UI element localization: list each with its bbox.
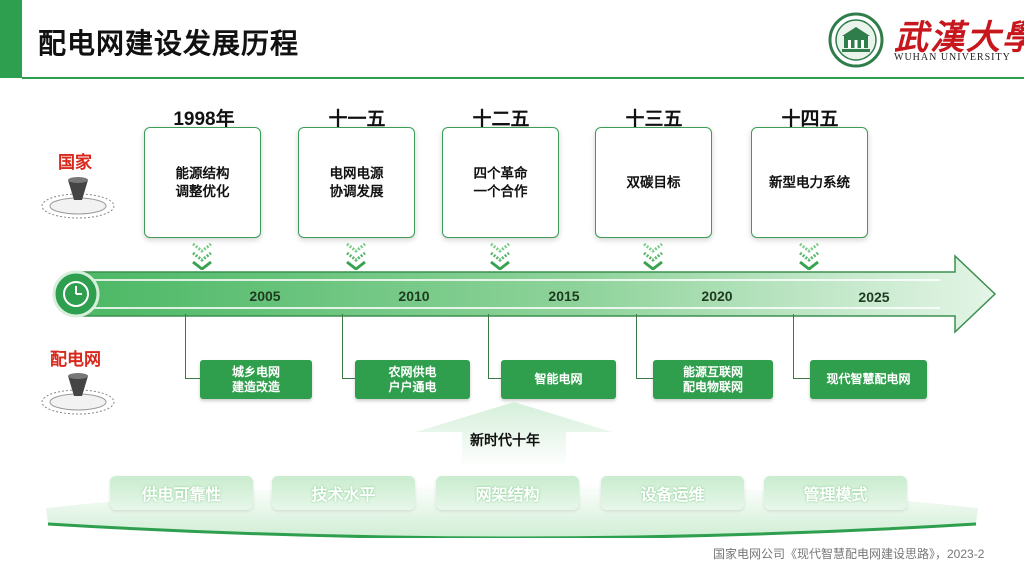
grid-pedestal-icon — [41, 373, 115, 415]
stage-connector — [185, 378, 200, 379]
phase-policy-box: 四个革命 一个合作 — [442, 127, 559, 238]
national-level-label: 国家 — [58, 153, 92, 172]
year-label: 2015 — [548, 288, 580, 304]
grid-stage-box: 城乡电网 建造改造 — [200, 360, 312, 399]
stage-connector — [793, 378, 810, 379]
dimension-pill: 设备运维 — [601, 476, 744, 510]
dimension-pill: 网架结构 — [436, 476, 579, 510]
year-label: 2005 — [249, 288, 281, 304]
phase-policy-box: 新型电力系统 — [751, 127, 868, 238]
timeline-arrow — [52, 254, 997, 334]
phase-period: 十四五 — [781, 109, 839, 130]
down-chevron-icon — [490, 242, 510, 270]
up-arrow-icon — [416, 402, 612, 468]
dimension-pill: 管理模式 — [764, 476, 907, 510]
year-label: 2025 — [858, 289, 890, 305]
clock-icon — [52, 270, 100, 318]
down-chevron-icon — [346, 242, 366, 270]
phase-period: 1998年 — [173, 109, 235, 130]
university-seal-icon — [828, 12, 884, 68]
phase-period: 十一五 — [328, 109, 386, 130]
grid-stage-box: 智能电网 — [501, 360, 616, 399]
year-label: 2020 — [701, 288, 733, 304]
new-era-label: 新时代十年 — [470, 432, 540, 448]
university-logo-english: WUHAN UNIVERSITY — [894, 52, 1011, 63]
down-chevron-icon — [799, 242, 819, 270]
header-divider — [22, 77, 1024, 79]
down-chevron-icon — [643, 242, 663, 270]
phase-period: 十三五 — [625, 109, 683, 130]
stage-connector — [185, 314, 186, 378]
stage-connector — [636, 378, 653, 379]
grid-stage-box: 现代智慧配电网 — [810, 360, 927, 399]
source-footnote: 国家电网公司《现代智慧配电网建设思路》，2023-2 — [713, 547, 985, 561]
dimension-pill: 供电可靠性 — [110, 476, 253, 510]
page-title: 配电网建设发展历程 — [38, 28, 300, 59]
year-label: 2010 — [398, 288, 430, 304]
grid-stage-box: 能源互联网 配电物联网 — [653, 360, 773, 399]
stage-connector — [342, 314, 343, 378]
grid-stage-box: 农网供电 户户通电 — [355, 360, 470, 399]
national-pedestal-icon — [41, 177, 115, 219]
stage-connector — [342, 378, 355, 379]
down-chevron-icon — [192, 242, 212, 270]
phase-policy-box: 电网电源 协调发展 — [298, 127, 415, 238]
phase-policy-box: 能源结构 调整优化 — [144, 127, 261, 238]
university-logo-text: 武漢大學 — [894, 18, 1024, 58]
stage-connector — [488, 314, 489, 378]
stage-connector — [793, 314, 794, 378]
stage-connector — [488, 378, 501, 379]
phase-period: 十二五 — [472, 109, 530, 130]
phase-policy-box: 双碳目标 — [595, 127, 712, 238]
grid-level-label: 配电网 — [50, 350, 101, 369]
stage-connector — [636, 314, 637, 378]
dimension-pill: 技术水平 — [272, 476, 415, 510]
header-accent-bar — [0, 0, 22, 78]
